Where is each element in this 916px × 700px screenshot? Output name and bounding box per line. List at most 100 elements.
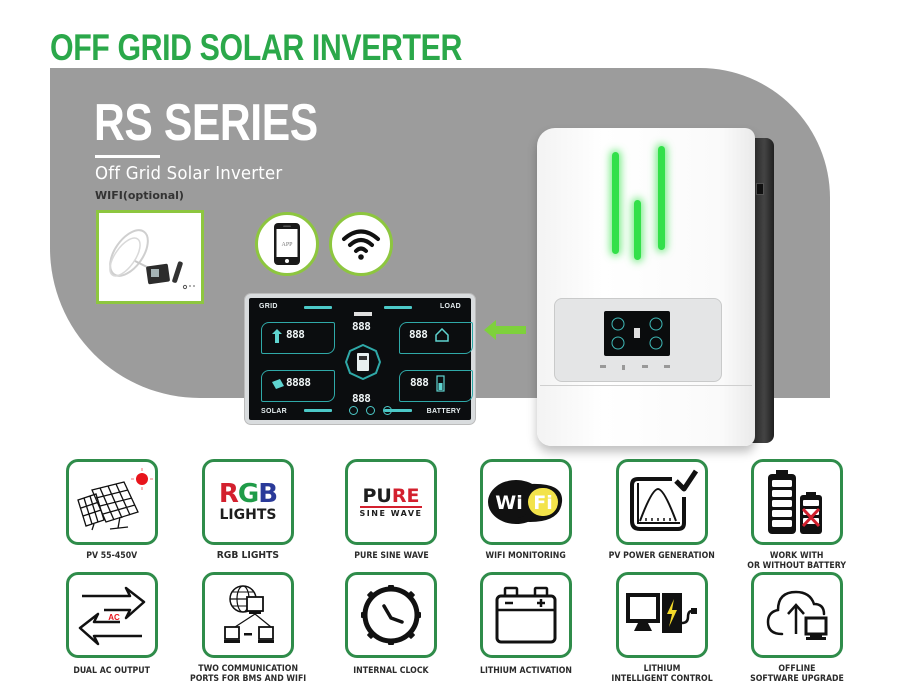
feature-pv-power-generation: PV POWER GENERATION xyxy=(609,459,715,561)
feature-label-line: TWO COMMUNICATION xyxy=(198,664,298,674)
green-arrow-left-icon xyxy=(484,320,526,340)
lcd-status-icon xyxy=(366,406,375,415)
feature-label-line: SOFTWARE UPGRADE xyxy=(750,674,844,684)
inverter-divider xyxy=(540,385,752,386)
feature-lithium-activation: LITHIUM ACTIVATION xyxy=(478,572,574,676)
page-headline: OFF GRID SOLAR INVERTER xyxy=(50,27,462,68)
lcd-grid-quadrant xyxy=(261,322,335,354)
feature-icon-box xyxy=(66,459,158,545)
lcd-grid-label: GRID xyxy=(259,303,278,310)
rgb-text: RGB xyxy=(218,479,278,509)
feature-icon-box xyxy=(616,572,708,658)
lcd-load-quadrant xyxy=(399,322,473,354)
inverter-buttons xyxy=(600,365,670,370)
lcd-status-icon xyxy=(349,406,358,415)
feature-icon-box xyxy=(480,572,572,658)
feature-label-line: PORTS FOR BMS AND WIFI xyxy=(189,674,307,684)
lcd-home-icon xyxy=(435,328,449,342)
pv-generation-chart-icon xyxy=(630,469,699,531)
lcd-battery-quadrant xyxy=(399,370,473,402)
svg-text:Wi: Wi xyxy=(495,492,522,514)
network-computers-icon xyxy=(224,585,274,643)
inverter-button xyxy=(622,365,626,370)
feature-rgb-lights: RGB LIGHTS RGB LIGHTS xyxy=(200,459,296,561)
feature-label-line: WORK WITH xyxy=(770,551,824,561)
lights-text: LIGHTS xyxy=(219,507,277,523)
feature-icon-box xyxy=(751,572,843,658)
inverter-button xyxy=(641,365,648,368)
lcd-bar xyxy=(384,409,412,412)
sine-wave-text: SINE WAVE xyxy=(359,506,423,518)
feature-icon-box: RGB LIGHTS xyxy=(202,459,294,545)
wifi-kit-image xyxy=(96,210,204,304)
wifi-dongle-cable-icon xyxy=(109,229,195,290)
feature-label: DUAL AC OUTPUT xyxy=(73,666,151,676)
wifi-logo-icon: Wi Fi xyxy=(488,480,563,524)
series-title: RS SERIES xyxy=(94,94,318,152)
lcd-mode-indicator xyxy=(354,312,372,316)
product-subtitle: Off Grid Solar Inverter xyxy=(95,163,283,184)
lcd-battery-value: 888 xyxy=(410,376,429,389)
feature-pv-voltage: PV 55-450V xyxy=(64,459,160,561)
feature-label: LITHIUM INTELLIGENT CONTROL xyxy=(611,664,712,684)
mobile-app-button: APP xyxy=(255,212,319,276)
feature-battery-optional: WORK WITH OR WITHOUT BATTERY xyxy=(748,459,847,571)
lcd-solar-quadrant xyxy=(261,370,335,402)
dual-ac-arrows-icon: AC xyxy=(78,586,146,646)
led-light-bar xyxy=(634,200,641,260)
feature-icon-box: PURE SINE WAVE xyxy=(345,459,437,545)
inverter-button xyxy=(663,365,670,368)
inverter-switch xyxy=(756,183,764,195)
feature-dual-ac-output: AC DUAL AC OUTPUT xyxy=(64,572,160,676)
feature-internal-clock: INTERNAL CLOCK xyxy=(343,572,439,676)
wifi-optional-note: WIFI(optional) xyxy=(95,189,184,202)
inverter-screen-graphic-icon xyxy=(611,317,663,350)
feature-label: WIFI MONITORING xyxy=(485,551,567,561)
feature-label-line: OFFLINE xyxy=(778,664,816,674)
feature-label-line: INTELLIGENT CONTROL xyxy=(611,674,713,684)
lcd-bar xyxy=(384,306,412,309)
wifi-signal-button xyxy=(329,212,393,276)
lcd-center-bottom-value: 888 xyxy=(352,392,371,405)
battery-optional-icon xyxy=(768,470,822,534)
wifi-signal-icon xyxy=(342,229,380,260)
feature-label: LITHIUM ACTIVATION xyxy=(480,666,573,676)
feature-label: PURE SINE WAVE xyxy=(353,551,429,561)
smartphone-app-icon: APP xyxy=(274,223,300,265)
lcd-bar xyxy=(304,409,332,412)
lcd-battery-icon xyxy=(436,375,445,392)
lcd-grid-tower-icon xyxy=(272,329,282,343)
svg-text:Fi: Fi xyxy=(533,492,553,514)
rgb-lights-icon: RGB LIGHTS xyxy=(218,479,278,523)
feature-label-line: LITHIUM xyxy=(643,664,681,674)
feature-label: WORK WITH OR WITHOUT BATTERY xyxy=(748,551,847,571)
feature-icon-box xyxy=(202,572,294,658)
feature-label: INTERNAL CLOCK xyxy=(353,666,429,676)
lcd-bar xyxy=(304,306,332,309)
inverter-button xyxy=(600,365,606,368)
svg-text:APP: APP xyxy=(281,242,293,248)
lcd-load-value: 888 xyxy=(409,328,428,341)
lcd-solar-label: SOLAR xyxy=(261,408,287,415)
inverter-screen xyxy=(604,311,670,356)
svg-text:AC: AC xyxy=(108,613,120,622)
feature-wifi-monitoring: Wi Fi WIFI MONITORING xyxy=(478,459,574,561)
lcd-battery-label: BATTERY xyxy=(426,408,461,415)
solar-panel-icon xyxy=(77,468,153,531)
feature-icon-box: AC xyxy=(66,572,158,658)
inverter-product-image xyxy=(537,128,755,446)
lcd-load-label: LOAD xyxy=(439,303,461,310)
feature-label: RGB LIGHTS xyxy=(216,550,280,561)
lcd-status-icons xyxy=(349,406,392,415)
computer-charger-icon xyxy=(626,593,697,633)
lcd-solar-icon xyxy=(272,379,284,389)
feature-communication-ports: TWO COMMUNICATION PORTS FOR BMS AND WIFI xyxy=(190,572,306,684)
pure-sine-wave-icon: PURE SINE WAVE xyxy=(359,486,423,518)
lcd-center-top-value: 888 xyxy=(352,320,371,333)
feature-label: OFFLINE SOFTWARE UPGRADE xyxy=(750,664,844,684)
lcd-display-panel: GRID LOAD SOLAR BATTERY 888 888 888 8888… xyxy=(245,294,475,424)
feature-offline-software-upgrade: OFFLINE SOFTWARE UPGRADE xyxy=(749,572,845,684)
feature-icon-box xyxy=(751,459,843,545)
title-underline xyxy=(95,155,160,158)
car-battery-icon xyxy=(495,586,557,644)
